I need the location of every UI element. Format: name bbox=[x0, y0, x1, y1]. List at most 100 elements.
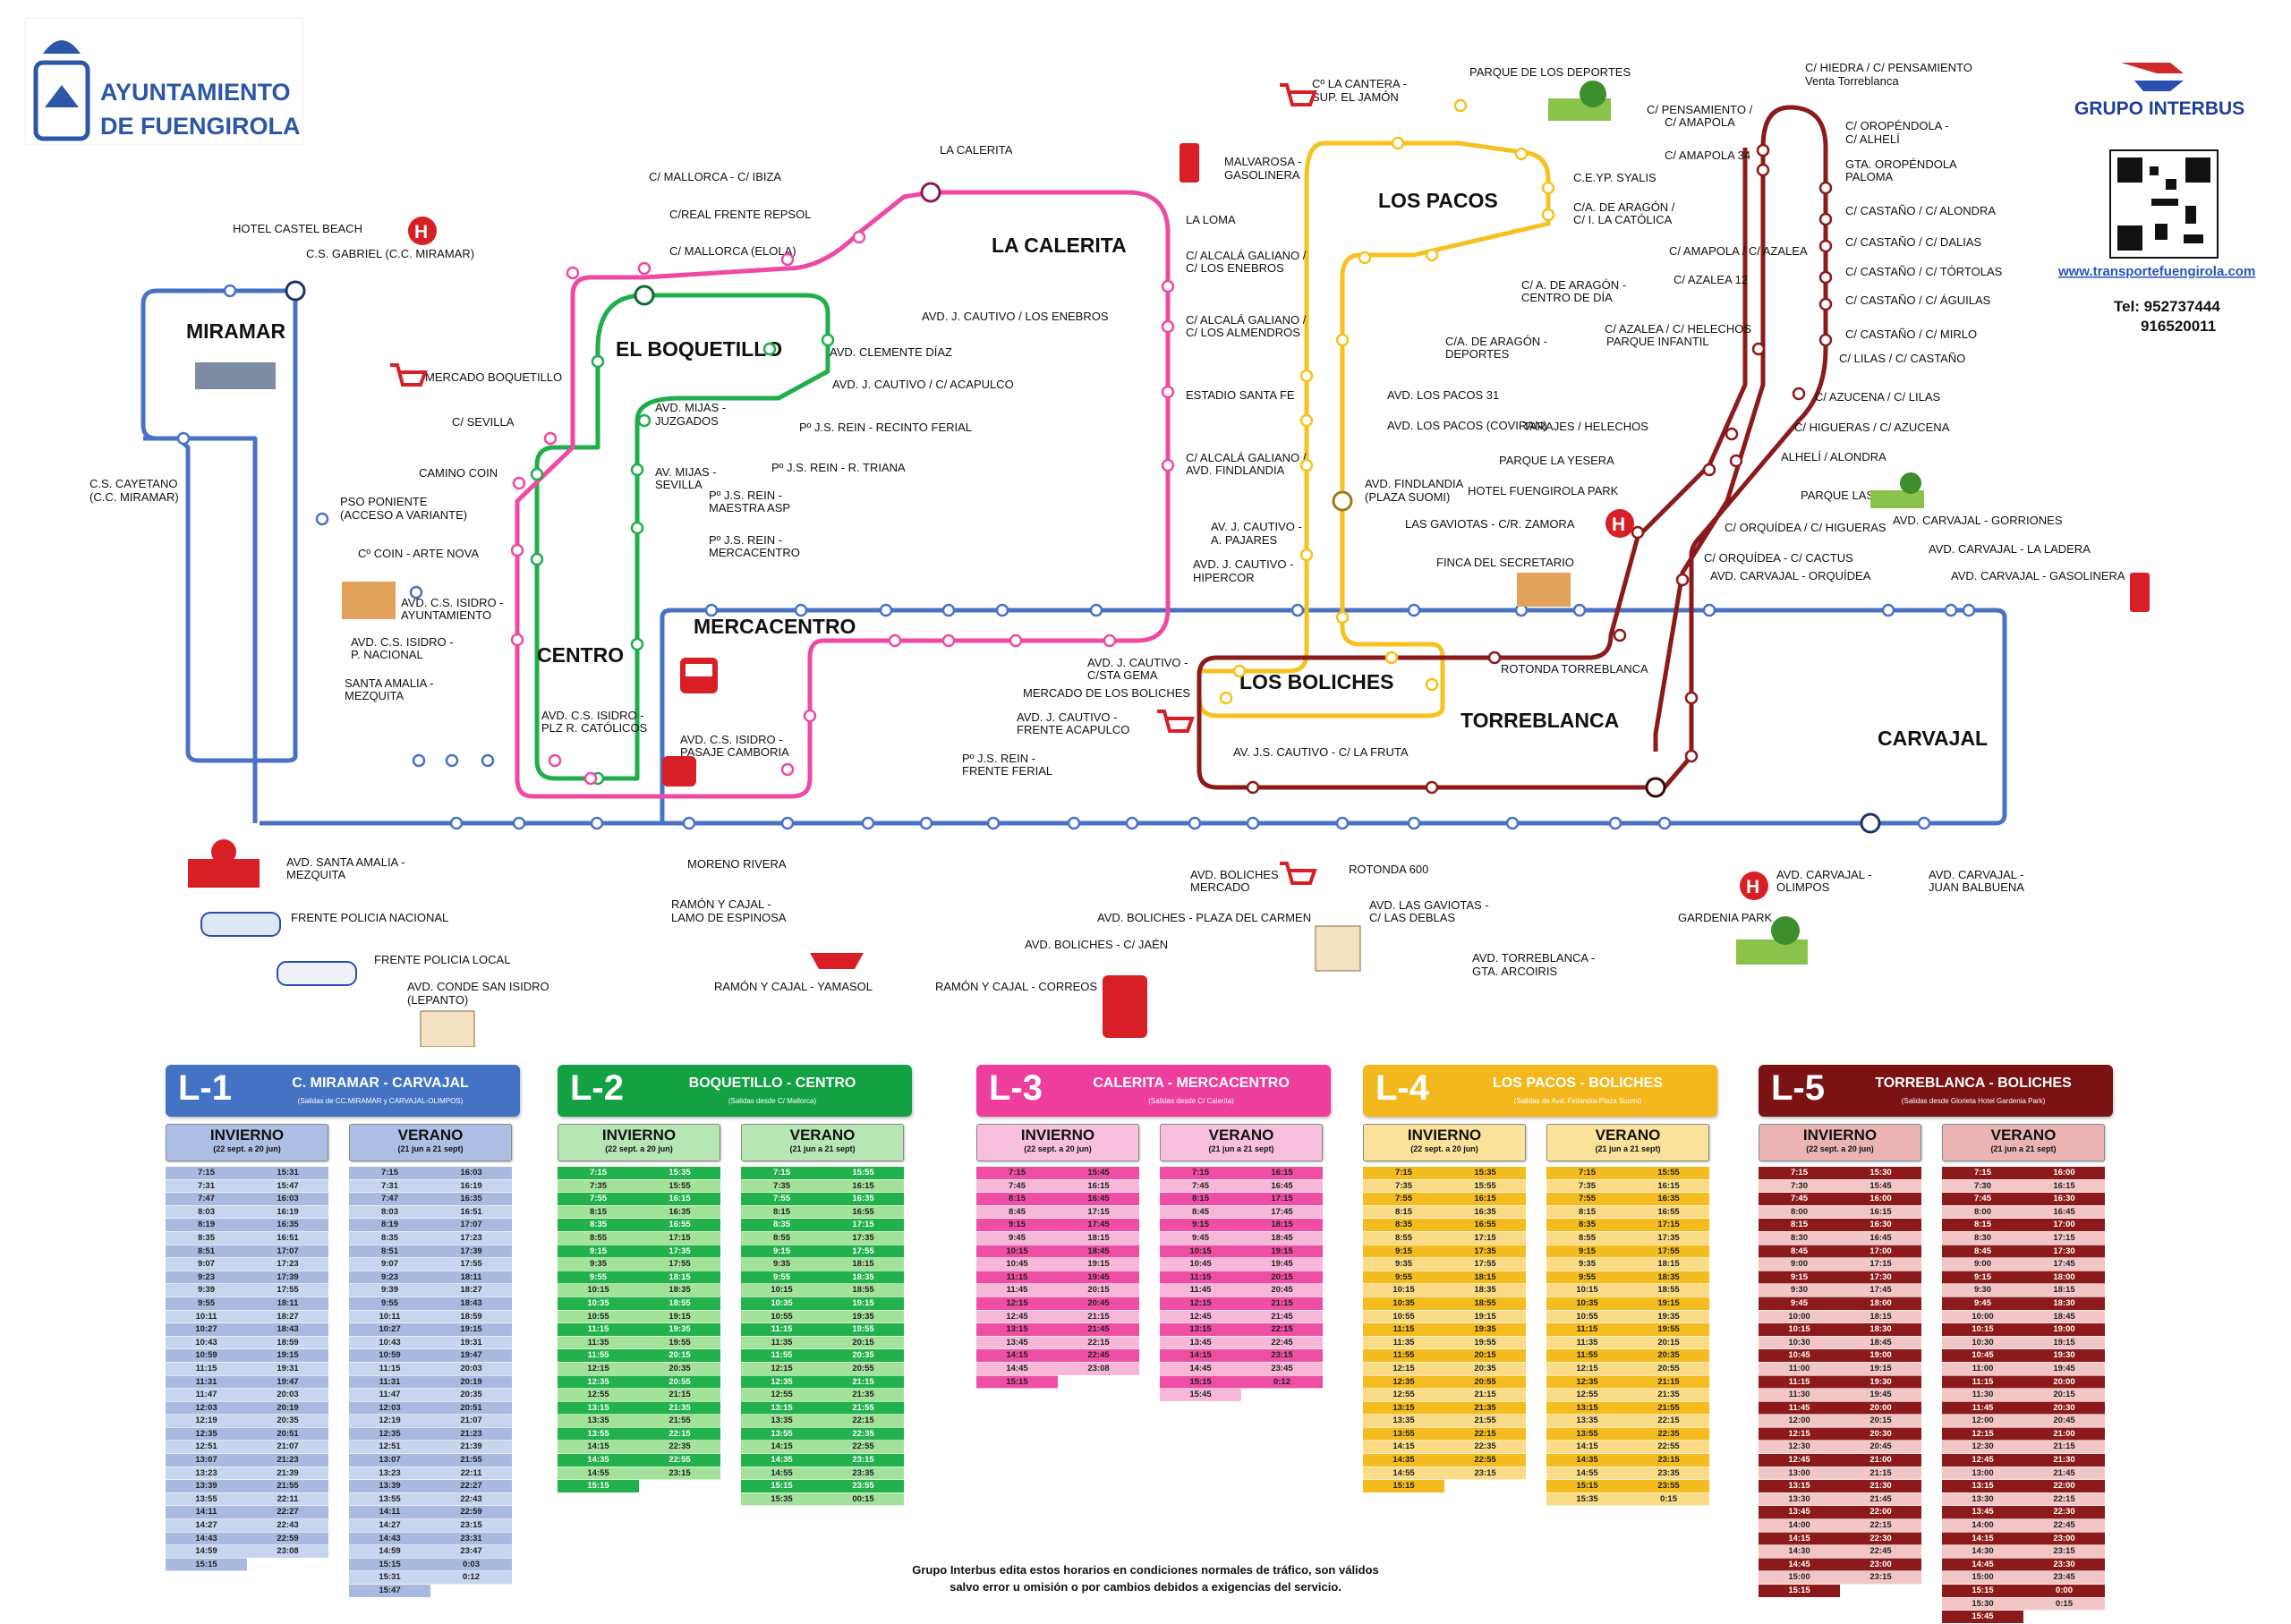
bus-stop-l3[interactable] bbox=[637, 261, 652, 276]
bus-stop-l4[interactable] bbox=[1425, 677, 1439, 692]
terminus-miramar[interactable] bbox=[285, 280, 306, 302]
bus-stop-l2[interactable] bbox=[821, 333, 835, 347]
terminus-torreblanca[interactable] bbox=[1645, 777, 1666, 798]
bus-stop-l1[interactable] bbox=[409, 585, 423, 599]
terminus-boquetillo[interactable] bbox=[634, 285, 655, 306]
bus-stop-l5[interactable] bbox=[1684, 691, 1699, 705]
stop-dots[interactable] bbox=[176, 98, 1976, 830]
bus-stop-l5[interactable] bbox=[1818, 181, 1833, 195]
bus-stop-l3[interactable] bbox=[510, 543, 524, 557]
bus-stop-l3[interactable] bbox=[512, 476, 526, 490]
bus-stop-l1[interactable] bbox=[1944, 603, 1958, 617]
bus-stop-l4[interactable] bbox=[1299, 413, 1314, 428]
bus-stop-l5[interactable] bbox=[1425, 780, 1439, 795]
bus-stop-l3[interactable] bbox=[548, 753, 562, 768]
bus-stop-l4[interactable] bbox=[1425, 248, 1439, 262]
bus-stop-l2[interactable] bbox=[630, 521, 644, 535]
bus-stop-l5[interactable] bbox=[1613, 628, 1627, 642]
bus-stop-l3[interactable] bbox=[1161, 458, 1175, 472]
bus-stop-l3[interactable] bbox=[566, 266, 580, 280]
bus-stop-l4[interactable] bbox=[1384, 650, 1399, 665]
bus-stop-l5[interactable] bbox=[1702, 463, 1716, 477]
bus-stop-l4[interactable] bbox=[1299, 548, 1314, 562]
bus-stop-l3[interactable] bbox=[888, 633, 902, 648]
bus-stop-l1[interactable] bbox=[879, 603, 893, 617]
bus-stop-l1[interactable] bbox=[176, 431, 191, 446]
bus-stop-l3[interactable] bbox=[780, 252, 795, 267]
terminus-carvajal[interactable] bbox=[1860, 812, 1881, 834]
bus-stop-l5[interactable] bbox=[1246, 780, 1260, 795]
bus-stop-l3[interactable] bbox=[1103, 633, 1117, 648]
bus-stop-l4[interactable] bbox=[1335, 333, 1350, 347]
bus-stop-l1[interactable] bbox=[1246, 816, 1260, 830]
bus-stop-l4[interactable] bbox=[1335, 610, 1350, 625]
bus-stop-l1[interactable] bbox=[995, 603, 1009, 617]
bus-stop-l1[interactable] bbox=[481, 753, 495, 768]
bus-stop-l1[interactable] bbox=[1917, 816, 1931, 830]
bus-stop-l2[interactable] bbox=[762, 342, 777, 356]
bus-stop-l1[interactable] bbox=[919, 816, 933, 830]
bus-stop-l1[interactable] bbox=[512, 816, 526, 830]
bus-stop-l1[interactable] bbox=[941, 603, 956, 617]
bus-stop-l1[interactable] bbox=[682, 816, 696, 830]
bus-stop-l3[interactable] bbox=[1161, 279, 1175, 293]
bus-stop-l3[interactable] bbox=[803, 709, 817, 723]
bus-stop-l1[interactable] bbox=[1881, 603, 1895, 617]
bus-stop-l4[interactable] bbox=[1358, 251, 1372, 265]
bus-stop-l5[interactable] bbox=[1756, 163, 1770, 177]
bus-stop-l2[interactable] bbox=[630, 637, 644, 651]
bus-stop-l4[interactable] bbox=[1219, 691, 1233, 705]
bus-stop-l1[interactable] bbox=[1089, 603, 1103, 617]
bus-stop-l1[interactable] bbox=[1188, 816, 1202, 830]
bus-stop-l3[interactable] bbox=[780, 762, 795, 777]
bus-stop-l1[interactable] bbox=[861, 816, 875, 830]
bus-stop-l5[interactable] bbox=[1756, 143, 1770, 157]
bus-stop-l4[interactable] bbox=[1299, 369, 1314, 383]
bus-stop-l2[interactable] bbox=[591, 354, 605, 369]
bus-stop-l5[interactable] bbox=[1675, 573, 1690, 587]
bus-stop-l1[interactable] bbox=[445, 753, 459, 768]
bus-stop-l5[interactable] bbox=[1818, 333, 1833, 347]
bus-stop-l1[interactable] bbox=[986, 816, 1001, 830]
bus-stop-l4[interactable] bbox=[1541, 208, 1555, 222]
bus-stop-l2[interactable] bbox=[530, 467, 544, 481]
bus-stop-l5[interactable] bbox=[1751, 342, 1766, 356]
bus-stop-l1[interactable] bbox=[1702, 603, 1716, 617]
bus-stop-l5[interactable] bbox=[1684, 749, 1699, 763]
bus-stop-l2[interactable] bbox=[630, 463, 644, 477]
bus-stop-l5[interactable] bbox=[1818, 297, 1833, 311]
bus-stop-l4[interactable] bbox=[1453, 98, 1468, 113]
bus-stop-l1[interactable] bbox=[449, 816, 464, 830]
bus-stop-l5[interactable] bbox=[1631, 525, 1645, 540]
bus-stop-l4[interactable] bbox=[1232, 664, 1247, 678]
bus-stop-l2[interactable] bbox=[637, 413, 652, 428]
terminus-los-pacos[interactable] bbox=[1332, 490, 1353, 512]
website-link[interactable]: www.transportefuengirola.com bbox=[2057, 264, 2255, 279]
bus-stop-l3[interactable] bbox=[510, 633, 524, 647]
bus-stop-l1[interactable] bbox=[590, 816, 604, 830]
bus-stop-l3[interactable] bbox=[1161, 385, 1175, 399]
bus-stop-l4[interactable] bbox=[1541, 181, 1555, 195]
bus-stop-l5[interactable] bbox=[1818, 239, 1833, 253]
bus-stop-l5[interactable] bbox=[1487, 650, 1502, 665]
bus-stop-l3[interactable] bbox=[1009, 633, 1023, 648]
bus-stop-l3[interactable] bbox=[941, 633, 956, 648]
bus-stop-l5[interactable] bbox=[1792, 387, 1806, 401]
bus-stop-l1[interactable] bbox=[794, 603, 808, 617]
bus-stop-l5[interactable] bbox=[1818, 270, 1833, 285]
bus-stop-l1[interactable] bbox=[1505, 816, 1520, 830]
bus-stop-l1[interactable] bbox=[1608, 816, 1622, 830]
bus-stop-l1[interactable] bbox=[1407, 816, 1421, 830]
bus-stop-l4[interactable] bbox=[1391, 136, 1405, 150]
bus-stop-l1[interactable] bbox=[1335, 816, 1350, 830]
bus-stop-l1[interactable] bbox=[1407, 603, 1421, 617]
bus-stop-l3[interactable] bbox=[1161, 319, 1175, 334]
bus-stop-l1[interactable] bbox=[780, 816, 795, 830]
bus-stop-l1[interactable] bbox=[1290, 603, 1305, 617]
bus-stop-l4[interactable] bbox=[1299, 458, 1314, 472]
bus-stop-l5[interactable] bbox=[1818, 212, 1833, 226]
bus-stop-l1[interactable] bbox=[1067, 816, 1081, 830]
bus-stop-l5[interactable] bbox=[1725, 427, 1739, 441]
bus-stop-l5[interactable] bbox=[1729, 454, 1743, 468]
bus-stop-l3[interactable] bbox=[583, 771, 598, 786]
